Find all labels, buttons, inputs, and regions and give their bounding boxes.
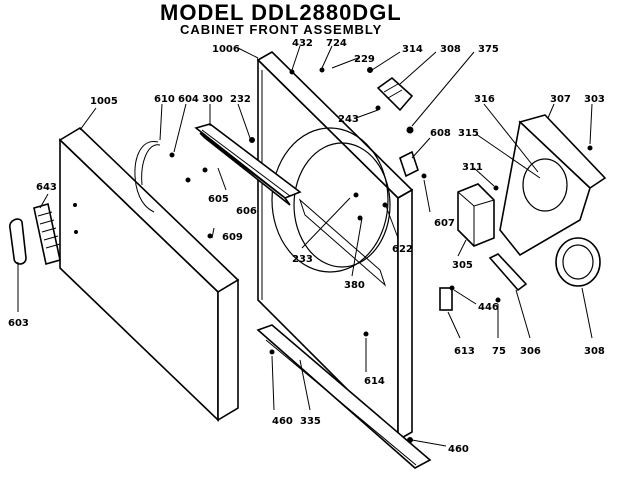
- callout-375: 375: [478, 44, 499, 55]
- callout-432: 432: [292, 38, 313, 49]
- callout-229: 229: [354, 54, 375, 65]
- callout-446: 446: [478, 302, 499, 313]
- callout-300: 300: [202, 94, 223, 105]
- callout-75: 75: [492, 346, 506, 357]
- callout-314: 314: [402, 44, 423, 55]
- model-title: MODEL DDL2880DGL: [160, 0, 402, 25]
- callout-460-right: 460: [448, 444, 469, 455]
- callout-610: 610: [154, 94, 175, 105]
- door-switch-part: [457, 183, 495, 247]
- callout-605: 605: [208, 194, 229, 205]
- callout-232: 232: [230, 94, 251, 105]
- callout-305: 305: [452, 260, 473, 271]
- callout-233: 233: [292, 254, 313, 265]
- cabinet-front-part: [256, 51, 414, 442]
- callout-603: 603: [8, 318, 29, 329]
- callout-308-ring: 308: [584, 346, 605, 357]
- callout-315: 315: [458, 128, 479, 139]
- latch-part-608: [399, 150, 419, 178]
- callout-608: 608: [430, 128, 451, 139]
- callout-380: 380: [344, 280, 365, 291]
- bracket-part: [33, 202, 61, 266]
- callout-607: 607: [434, 218, 455, 229]
- callout-622: 622: [392, 244, 413, 255]
- door-frame-part: [194, 123, 302, 206]
- callout-609: 609: [222, 232, 243, 243]
- callout-303: 303: [584, 94, 605, 105]
- callout-308: 308: [440, 44, 461, 55]
- assembly-subtitle: CABINET FRONT ASSEMBLY: [180, 22, 383, 37]
- callout-311: 311: [462, 162, 483, 173]
- blower-duct-part: [499, 114, 607, 257]
- callout-1006: 1006: [212, 44, 240, 55]
- toe-plate-part: [256, 324, 432, 469]
- callout-613: 613: [454, 346, 475, 357]
- callout-1005: 1005: [90, 96, 118, 107]
- callout-306: 306: [520, 346, 541, 357]
- callout-724: 724: [326, 38, 347, 49]
- callout-316: 316: [474, 94, 495, 105]
- seal-ring-part: [555, 237, 601, 287]
- leader-lines: [17, 45, 593, 447]
- callout-307: 307: [550, 94, 571, 105]
- hinge-part-308: [376, 76, 414, 112]
- callout-604: 604: [178, 94, 199, 105]
- callout-614: 614: [364, 376, 385, 387]
- clip-part-613: [439, 287, 453, 311]
- callout-243: 243: [338, 114, 359, 125]
- callout-labels: 1005 643 603 610 604 300 232 605 606 609…: [8, 38, 605, 455]
- screw-parts: [169, 67, 593, 443]
- strike-part-306: [488, 253, 528, 292]
- callout-460-left: 460: [272, 416, 293, 427]
- front-panel-part: [58, 126, 240, 422]
- callout-606: 606: [236, 206, 257, 217]
- door-handle-part: [9, 218, 27, 265]
- wire-harness-part: [134, 141, 161, 213]
- callout-643: 643: [36, 182, 57, 193]
- callout-335: 335: [300, 416, 321, 427]
